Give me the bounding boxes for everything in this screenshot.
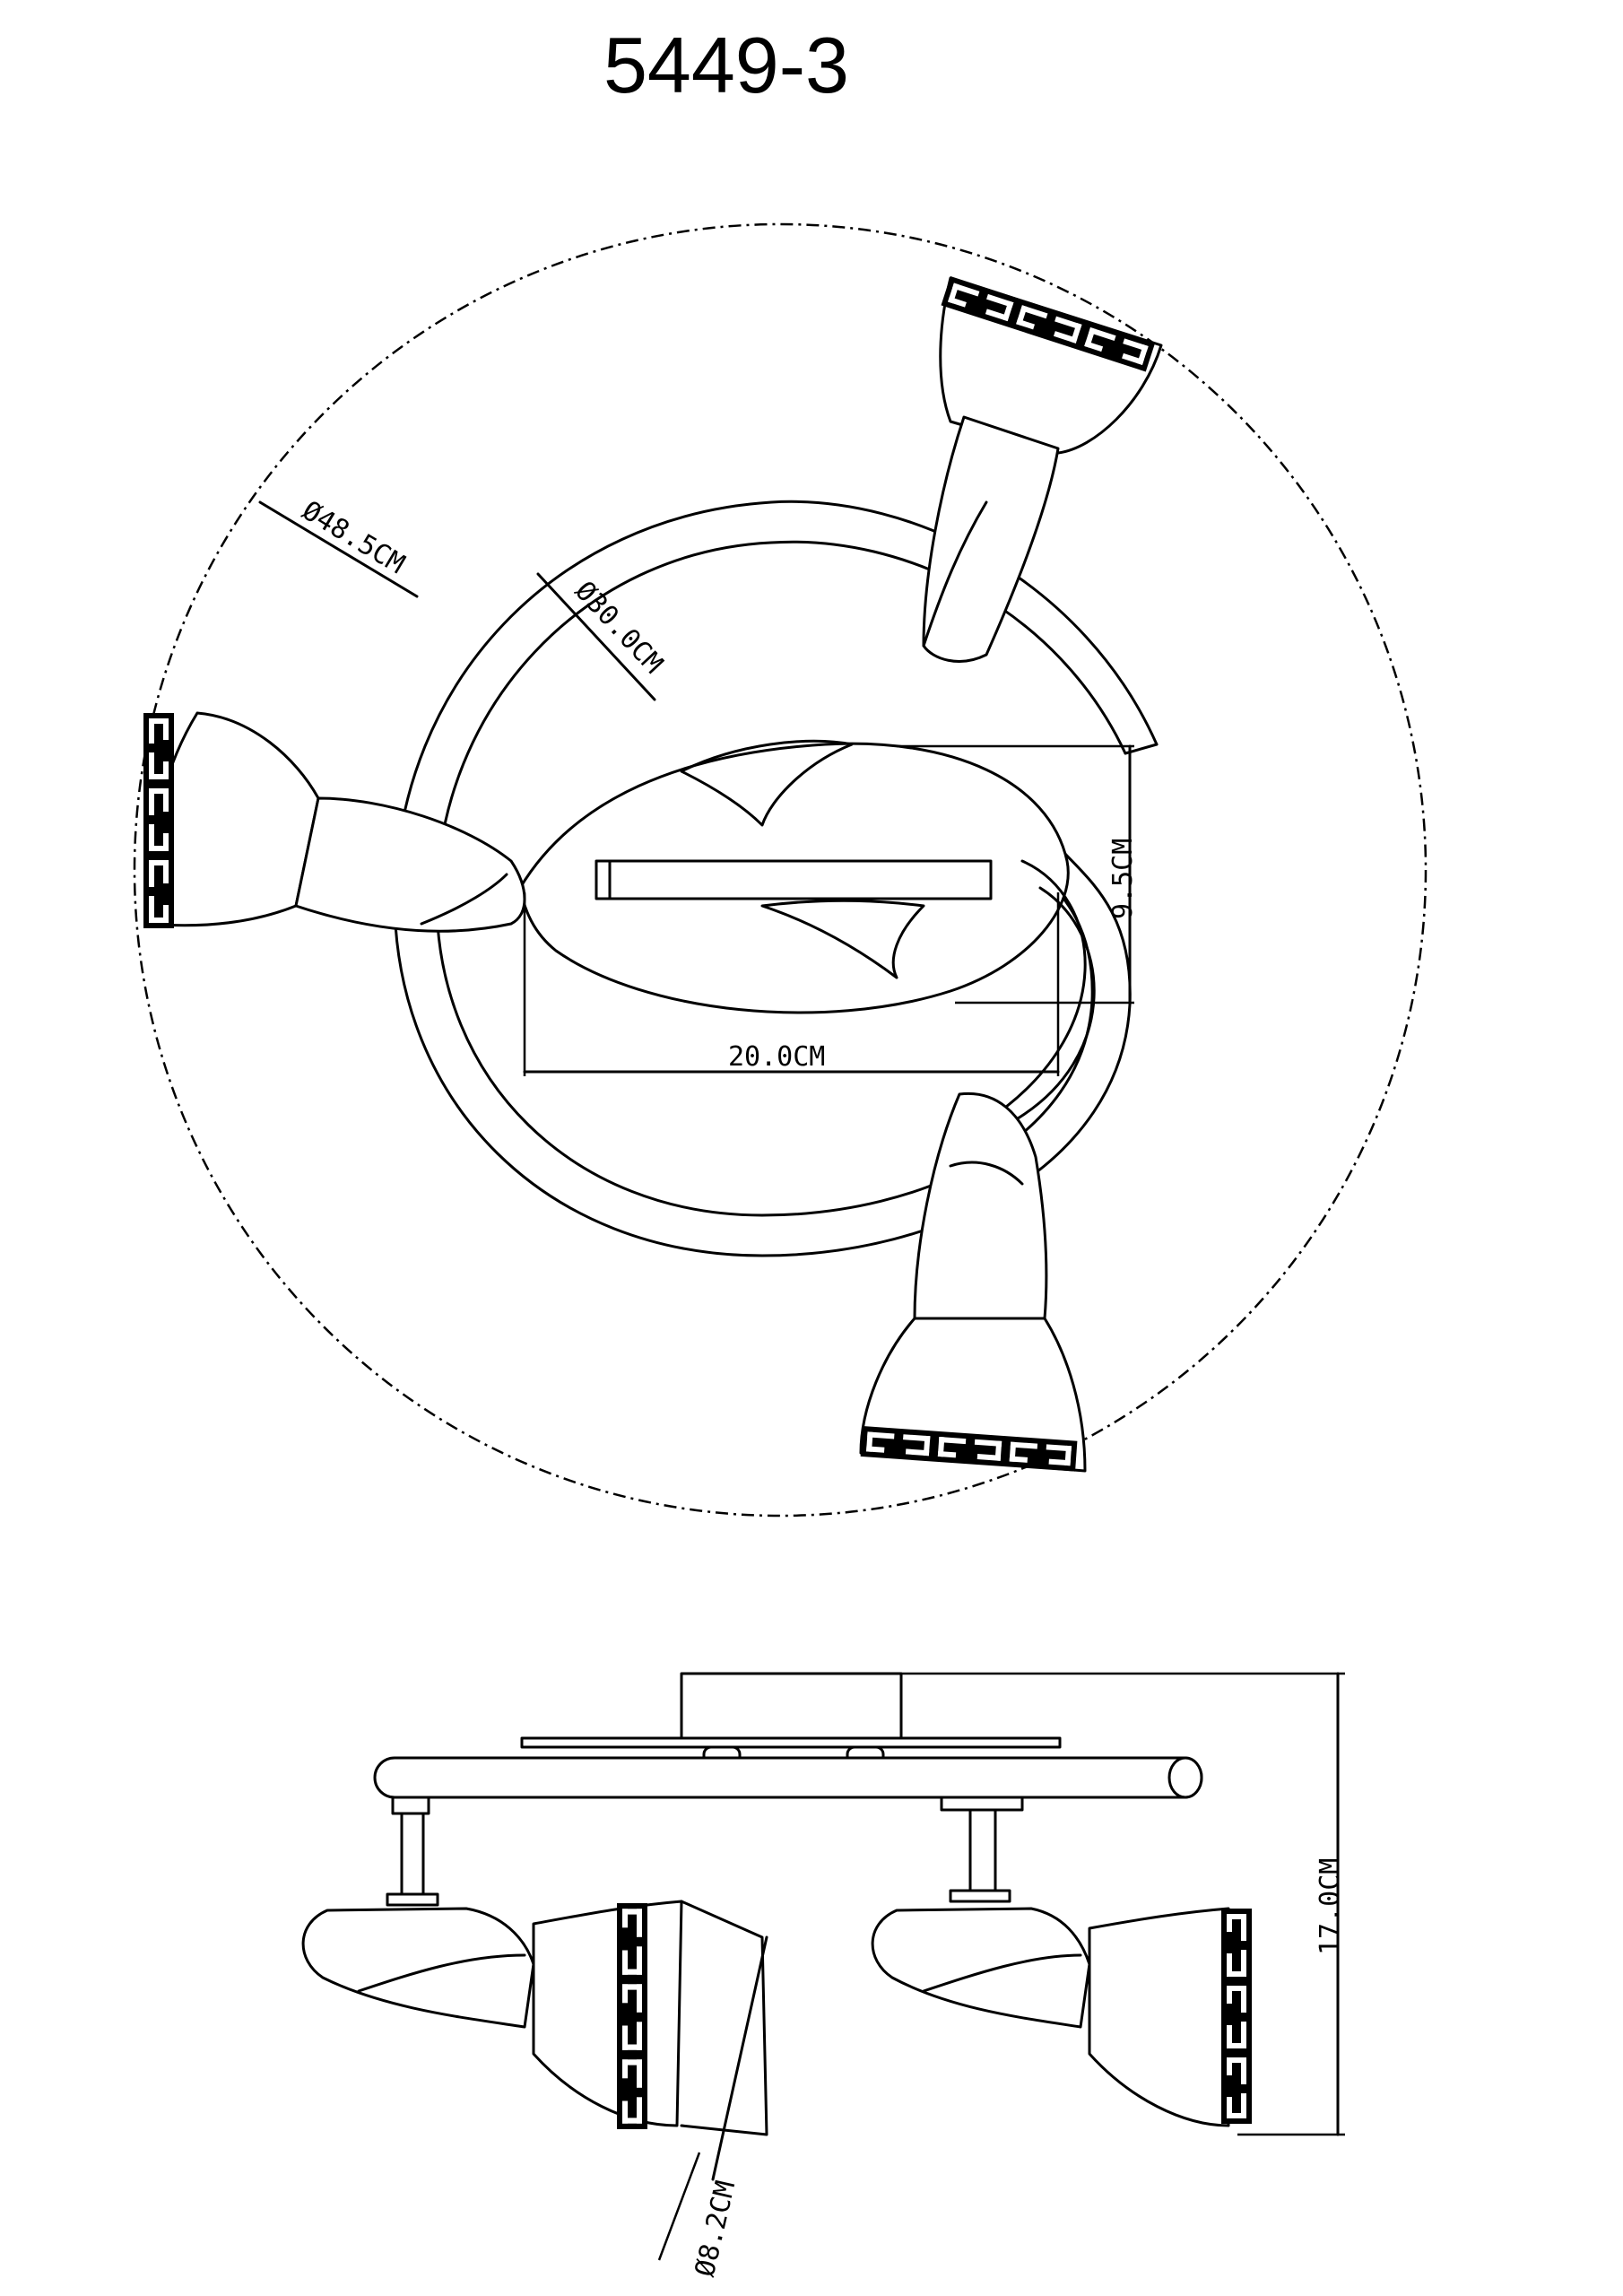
- top-view: Ø48.5CM Ø30.0CM 9.5CM 20.0CM: [133, 222, 1428, 1518]
- swivel-right: [940, 1796, 1024, 1903]
- outer-diameter-leader: [258, 500, 419, 598]
- side-view: 17.0CM Ø8.2CM: [301, 1672, 1346, 2280]
- arm-curve-bottom-inner: [985, 859, 1087, 1123]
- canopy-bar: [595, 859, 993, 900]
- swivel-left: [386, 1796, 439, 1907]
- mounting-plate: [520, 1736, 1062, 1749]
- shade-bottom: [859, 1091, 1087, 1473]
- side-shade-left: [301, 1900, 768, 2136]
- canopy-box: [680, 1672, 903, 1745]
- side-shade-right: [871, 1907, 1252, 2127]
- shade-diameter-leader: [711, 1935, 768, 2181]
- inner-ring-outer-edge: [393, 500, 1159, 1257]
- outer-diameter-circle: [133, 222, 1428, 1518]
- inner-diameter-leader: [536, 572, 656, 701]
- outer-diameter-label: Ø48.5CM: [297, 495, 410, 580]
- height-label: 17.0CM: [1315, 1858, 1346, 1955]
- shade-left: [143, 711, 526, 933]
- canopy-leaf-accent-top: [680, 739, 854, 827]
- arm-curve-bottom: [1011, 886, 1096, 1123]
- shade-top-right: [922, 276, 1163, 663]
- depth-label: 9.5CM: [1107, 839, 1139, 919]
- rail-tube: [373, 1756, 1203, 1799]
- shade-diameter-label: Ø8.2CM: [690, 2178, 742, 2279]
- model-number: 5449-3: [603, 21, 849, 109]
- inner-diameter-label: Ø30.0CM: [568, 576, 669, 680]
- width-label: 20.0CM: [728, 1041, 825, 1073]
- canopy-leaf-accent-bottom: [760, 899, 925, 979]
